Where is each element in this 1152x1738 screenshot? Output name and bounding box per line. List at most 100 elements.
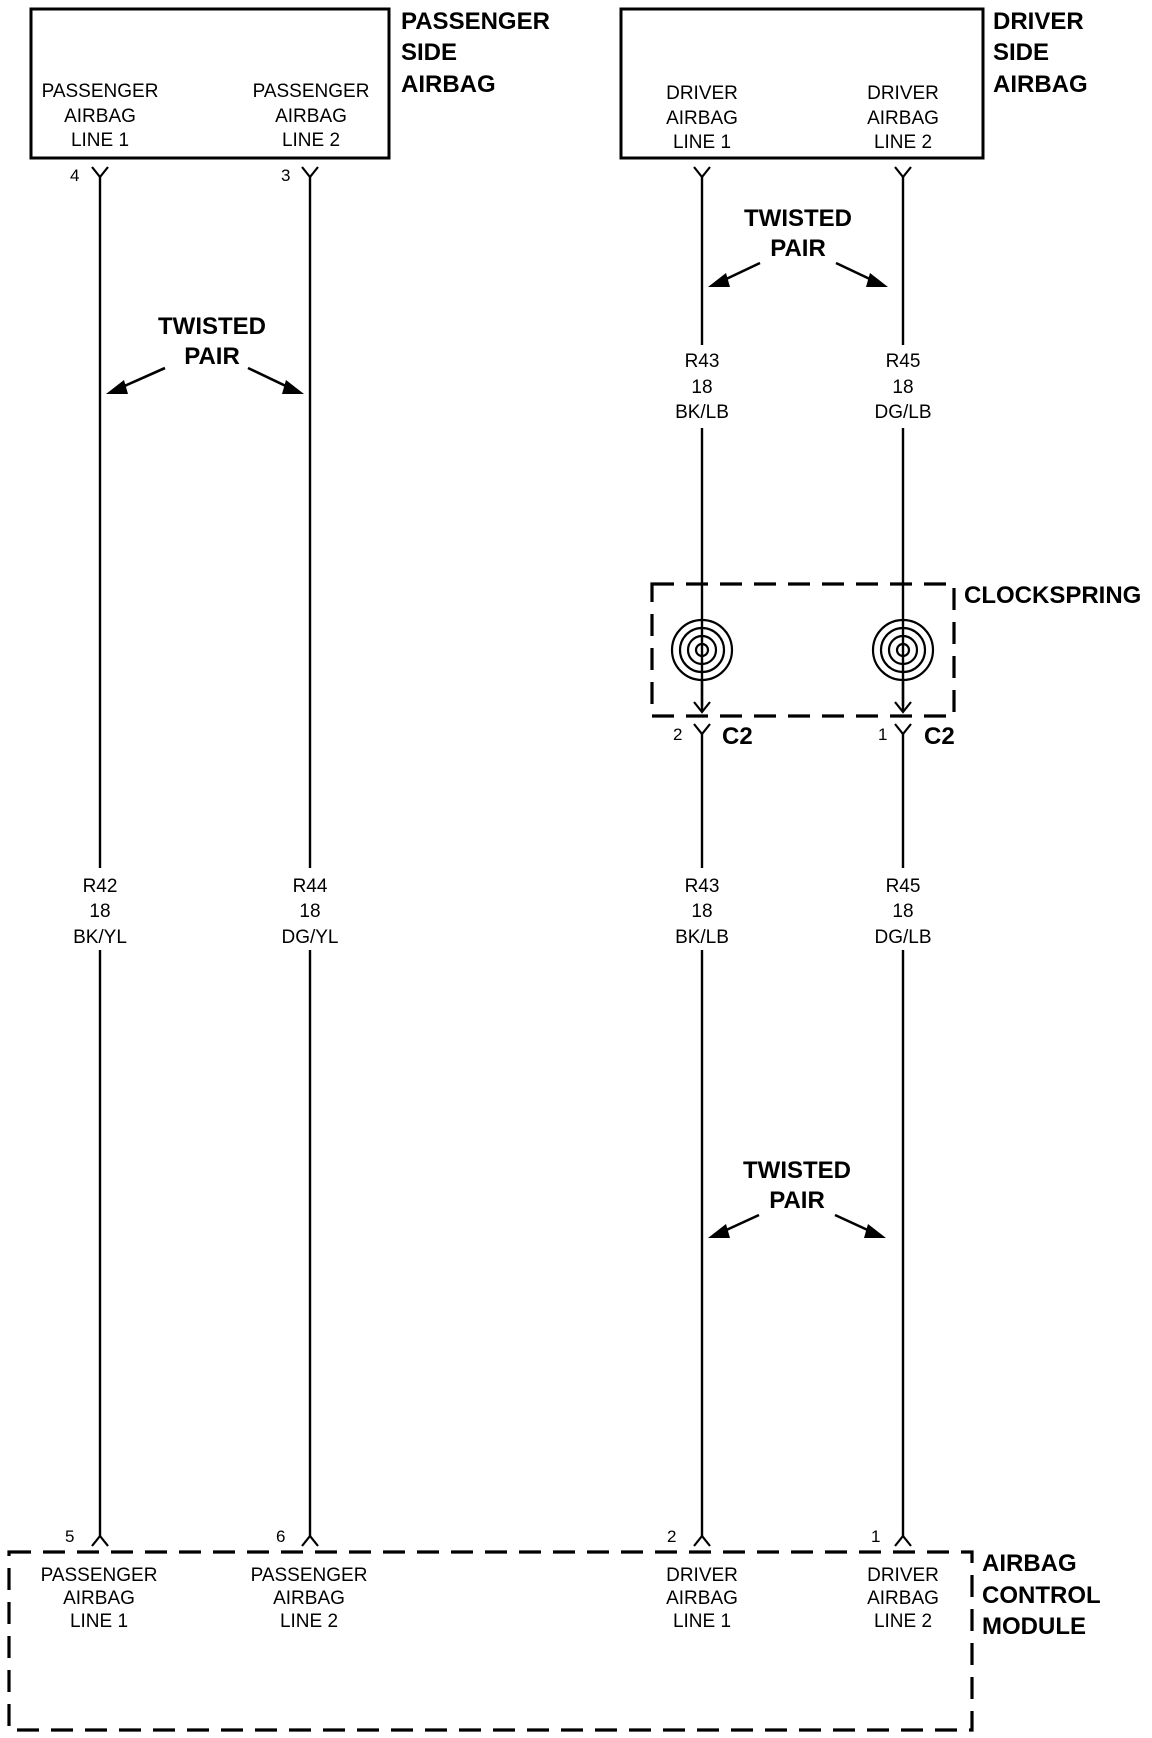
twisted-pair-label-driver-upper: TWISTED PAIR xyxy=(744,205,852,262)
svg-text:LINE 2: LINE 2 xyxy=(280,1611,338,1632)
svg-text:R45: R45 xyxy=(886,876,921,897)
connector-symbol xyxy=(894,701,912,714)
svg-text:18: 18 xyxy=(299,901,320,922)
svg-text:LINE 2: LINE 2 xyxy=(874,1611,932,1632)
svg-text:CONTROL: CONTROL xyxy=(982,1582,1101,1609)
acm-pin-1: 1 xyxy=(871,1527,880,1546)
passenger-side-airbag-title: PASSENGER SIDE AIRBAG xyxy=(401,8,550,98)
wire-label-r43-lower: R43 18 BK/LB xyxy=(675,876,729,948)
pin-3: 3 xyxy=(281,166,290,185)
svg-text:PASSENGER: PASSENGER xyxy=(41,1565,158,1586)
svg-text:DRIVER: DRIVER xyxy=(666,1565,738,1586)
svg-text:LINE 1: LINE 1 xyxy=(70,1611,128,1632)
c2-connector-label: C2 xyxy=(722,723,753,750)
svg-text:TWISTED: TWISTED xyxy=(743,1157,851,1184)
svg-text:AIRBAG: AIRBAG xyxy=(867,1588,939,1609)
svg-text:TWISTED: TWISTED xyxy=(744,205,852,232)
connector-symbol xyxy=(301,1534,319,1547)
svg-text:AIRBAG: AIRBAG xyxy=(982,1550,1077,1577)
arrowhead xyxy=(708,1224,730,1238)
svg-text:MODULE: MODULE xyxy=(982,1613,1086,1640)
connector-symbol xyxy=(693,723,711,736)
arrowhead xyxy=(708,273,730,287)
twisted-pair-label-passenger: TWISTED PAIR xyxy=(158,313,266,370)
acm-pin-5: 5 xyxy=(65,1527,74,1546)
svg-text:18: 18 xyxy=(89,901,110,922)
svg-text:TWISTED: TWISTED xyxy=(158,313,266,340)
svg-text:18: 18 xyxy=(691,901,712,922)
svg-text:BK/YL: BK/YL xyxy=(73,927,127,948)
svg-text:PASSENGER: PASSENGER xyxy=(401,8,550,35)
arrowhead xyxy=(866,273,888,287)
arrowhead xyxy=(282,380,304,394)
svg-text:DRIVER: DRIVER xyxy=(867,83,939,104)
svg-text:DG/YL: DG/YL xyxy=(281,927,338,948)
svg-text:LINE 1: LINE 1 xyxy=(673,1611,731,1632)
svg-text:SIDE: SIDE xyxy=(401,39,457,66)
connector-symbol xyxy=(894,1534,912,1547)
driver-side-airbag-title: DRIVER SIDE AIRBAG xyxy=(993,8,1088,98)
wire-label-r45-upper: R45 18 DG/LB xyxy=(874,351,931,423)
svg-text:AIRBAG: AIRBAG xyxy=(993,71,1088,98)
svg-text:PASSENGER: PASSENGER xyxy=(253,81,370,102)
arrowhead xyxy=(864,1224,886,1238)
connector-symbol xyxy=(693,1534,711,1547)
connector-symbol xyxy=(894,723,912,736)
airbag-control-module-title: AIRBAG CONTROL MODULE xyxy=(982,1550,1101,1640)
twisted-pair-arrow xyxy=(721,1213,760,1234)
svg-text:R42: R42 xyxy=(83,876,118,897)
twisted-pair-arrow xyxy=(834,1213,873,1234)
arrowhead xyxy=(106,380,128,394)
passenger-airbag-line2-label: PASSENGER AIRBAG LINE 2 xyxy=(253,81,370,151)
connector-symbol xyxy=(894,166,912,179)
svg-text:R43: R43 xyxy=(685,876,720,897)
c2-pin-2: 2 xyxy=(673,725,682,744)
svg-text:AIRBAG: AIRBAG xyxy=(64,106,136,127)
svg-text:DG/LB: DG/LB xyxy=(874,402,931,423)
driver-airbag-line2-label: DRIVER AIRBAG LINE 2 xyxy=(867,83,939,153)
svg-text:R45: R45 xyxy=(886,351,921,372)
connector-symbol xyxy=(91,1534,109,1547)
driver-airbag-line1-label: DRIVER AIRBAG LINE 1 xyxy=(666,83,738,153)
c2-connector-label: C2 xyxy=(924,723,955,750)
svg-text:LINE 2: LINE 2 xyxy=(282,130,340,151)
connector-symbol xyxy=(693,166,711,179)
connector-symbol xyxy=(91,166,109,179)
connector-symbol xyxy=(301,166,319,179)
svg-text:DRIVER: DRIVER xyxy=(867,1565,939,1586)
twisted-pair-arrow xyxy=(119,366,166,390)
svg-text:AIRBAG: AIRBAG xyxy=(666,1588,738,1609)
svg-text:AIRBAG: AIRBAG xyxy=(63,1588,135,1609)
svg-text:SIDE: SIDE xyxy=(993,39,1049,66)
acm-label-driver-line1: DRIVER AIRBAG LINE 1 xyxy=(666,1565,738,1632)
svg-text:PAIR: PAIR xyxy=(184,343,240,370)
svg-text:R44: R44 xyxy=(293,876,328,897)
svg-text:18: 18 xyxy=(892,377,913,398)
twisted-pair-arrow xyxy=(835,261,875,283)
twisted-pair-arrow xyxy=(247,366,291,390)
svg-text:PAIR: PAIR xyxy=(769,1187,825,1214)
passenger-side-airbag-box xyxy=(29,7,391,160)
pin-4: 4 xyxy=(70,166,79,185)
wire-label-r45-lower: R45 18 DG/LB xyxy=(874,876,931,948)
svg-text:AIRBAG: AIRBAG xyxy=(275,106,347,127)
passenger-airbag-line1-label: PASSENGER AIRBAG LINE 1 xyxy=(42,81,159,151)
svg-text:18: 18 xyxy=(892,901,913,922)
svg-text:PAIR: PAIR xyxy=(770,235,826,262)
svg-text:AIRBAG: AIRBAG xyxy=(401,71,496,98)
acm-pin-6: 6 xyxy=(276,1527,285,1546)
svg-text:BK/LB: BK/LB xyxy=(675,927,729,948)
svg-text:LINE 2: LINE 2 xyxy=(874,132,932,153)
acm-label-passenger-line1: PASSENGER AIRBAG LINE 1 xyxy=(41,1565,158,1632)
svg-text:AIRBAG: AIRBAG xyxy=(273,1588,345,1609)
twisted-pair-label-driver-lower: TWISTED PAIR xyxy=(743,1157,851,1214)
svg-text:LINE 1: LINE 1 xyxy=(71,130,129,151)
svg-text:DRIVER: DRIVER xyxy=(993,8,1084,35)
svg-text:PASSENGER: PASSENGER xyxy=(42,81,159,102)
connector-symbol xyxy=(693,701,711,714)
wire-label-r43-upper: R43 18 BK/LB xyxy=(675,351,729,423)
svg-text:AIRBAG: AIRBAG xyxy=(666,108,738,129)
twisted-pair-arrow xyxy=(721,261,761,283)
svg-text:R43: R43 xyxy=(685,351,720,372)
